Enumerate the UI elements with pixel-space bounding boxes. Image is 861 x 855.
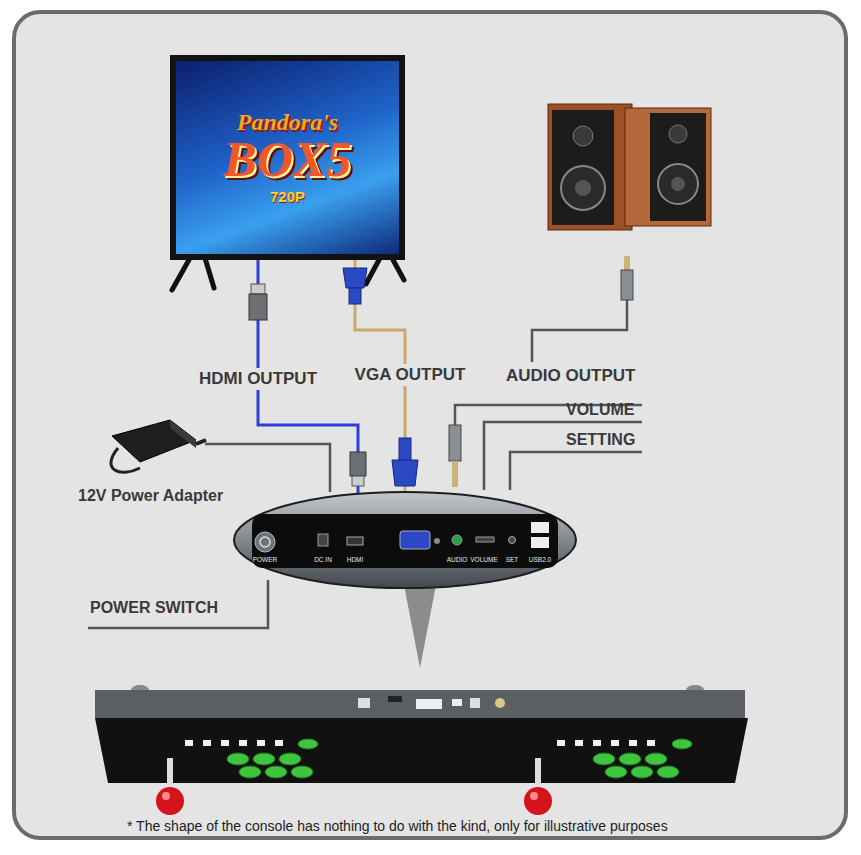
switch-label: POWER SWITCH bbox=[90, 599, 218, 617]
pointer bbox=[404, 585, 436, 668]
port-label: AUDIO bbox=[447, 556, 468, 563]
vga-plug-tv bbox=[343, 268, 367, 304]
adapter-label: 12V Power Adapter bbox=[78, 487, 223, 505]
port-label: SET bbox=[506, 556, 519, 563]
cable-label: VGA OUTPUT bbox=[352, 364, 469, 386]
port-label: USB2.0 bbox=[529, 556, 551, 563]
port-label: VOLUME bbox=[470, 556, 497, 563]
port-label: HDMI bbox=[347, 556, 364, 563]
resolution-text: 720P bbox=[270, 188, 305, 205]
panel-outline bbox=[232, 490, 578, 590]
tv-screen: Pandora'sBOX5 720P bbox=[170, 55, 405, 260]
audio-plug-panel bbox=[449, 425, 461, 487]
leader-lines bbox=[88, 298, 642, 628]
logo-text: BOX5 bbox=[224, 134, 352, 184]
logo-text: Pandora's bbox=[237, 110, 338, 134]
power-adapter bbox=[111, 420, 206, 472]
control-label: VOLUME bbox=[566, 401, 634, 419]
hdmi-plug-panel bbox=[350, 452, 366, 486]
hdmi-plug-tv bbox=[249, 284, 267, 320]
port-label: POWER bbox=[253, 556, 278, 563]
speakers bbox=[548, 104, 711, 230]
frame bbox=[14, 12, 846, 838]
console bbox=[95, 685, 748, 815]
tv-stand bbox=[172, 258, 404, 290]
port-label: DC IN bbox=[314, 556, 332, 563]
connector-panel: POWER DC IN HDMI AUDIOVOLUME SET USB2.0 bbox=[232, 490, 578, 590]
output-label: AUDIO OUTPUT bbox=[506, 366, 635, 386]
note-text: * The shape of the console has nothing t… bbox=[127, 818, 668, 834]
cable-label: HDMI OUTPUT bbox=[196, 368, 320, 390]
control-label: SETTING bbox=[566, 431, 635, 449]
vga-plug-panel bbox=[392, 438, 418, 486]
audio-plug-speaker bbox=[621, 256, 633, 300]
